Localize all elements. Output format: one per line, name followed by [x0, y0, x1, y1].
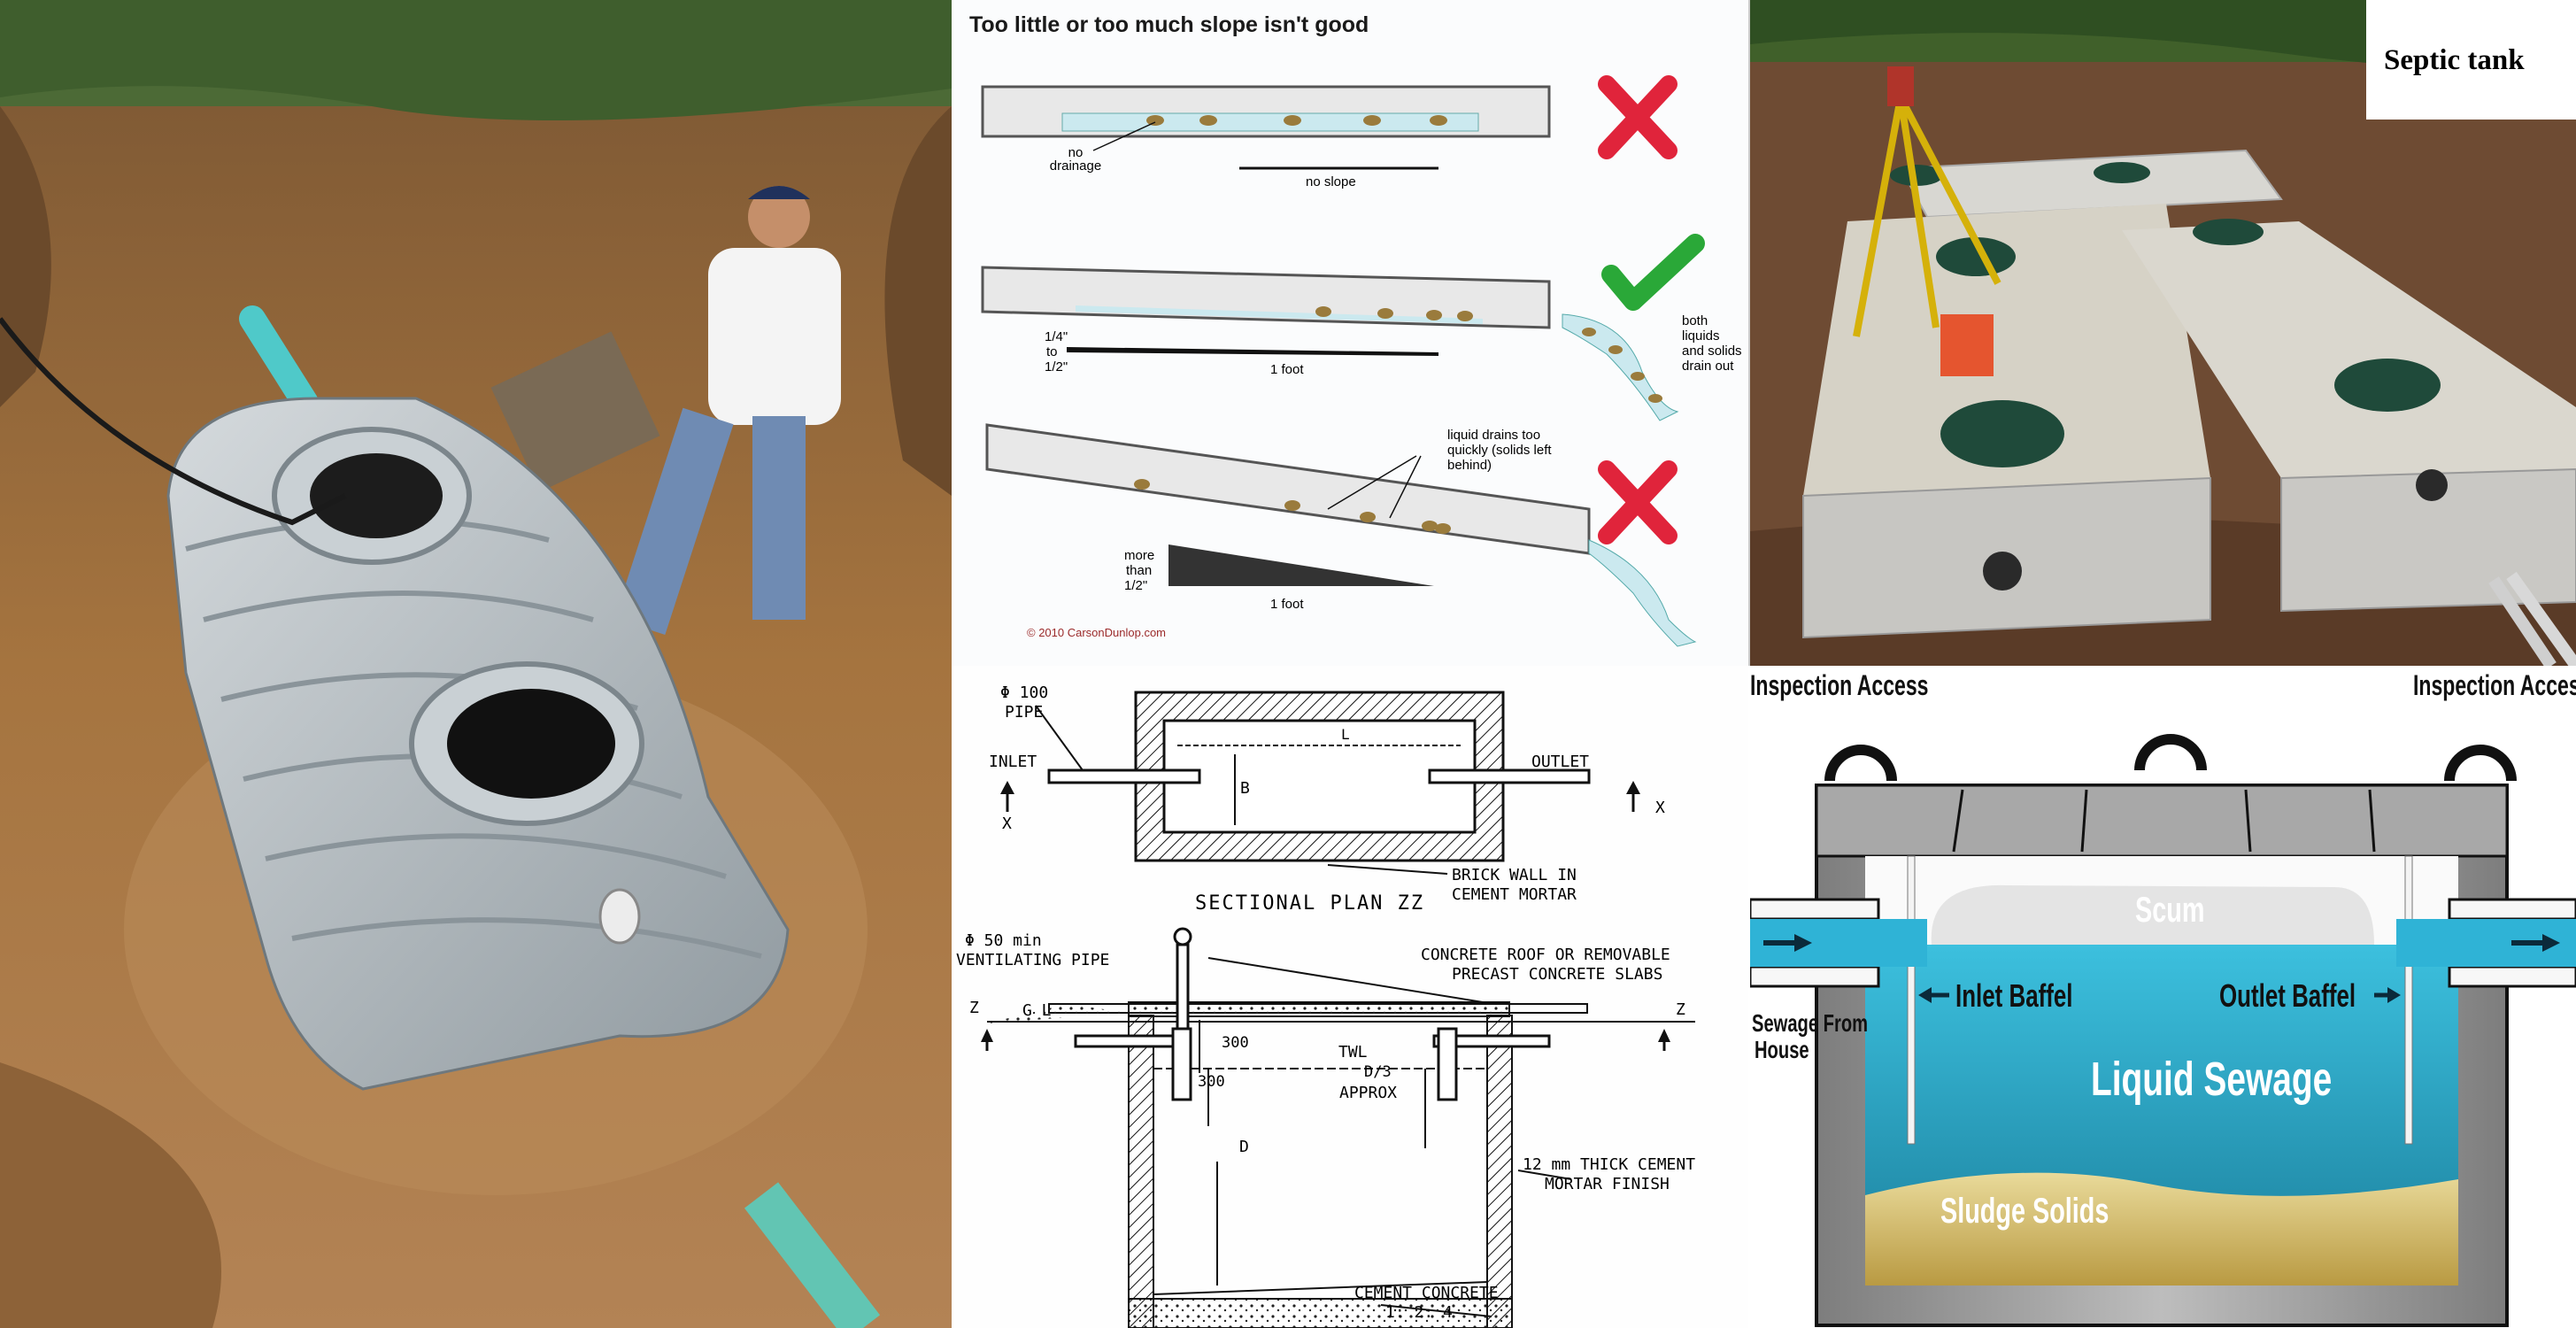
row2-rise-c: 1/2" — [1045, 359, 1068, 374]
outlet-label: OUTLET — [1531, 753, 1590, 771]
row2-rise-b: to — [1046, 344, 1058, 359]
liquid-sewage-label: Liquid Sewage — [2091, 1053, 2333, 1106]
septic-tank-label: Septic tank — [2384, 44, 2525, 76]
x-mark-2 — [1598, 460, 1677, 544]
dim-300-side: 300 — [1198, 1073, 1225, 1091]
slope-diagram-title: Too little or too much slope isn't good — [969, 12, 1369, 37]
inspection-access-right: Inspection Access — [2413, 669, 2576, 701]
engineering-drawing: Φ 100 PIPE INLET OUTLET X X L B BRICK WA… — [952, 666, 1748, 1328]
outflow-arrow — [2511, 934, 2560, 952]
twl-label: TWL — [1338, 1043, 1368, 1062]
check-mark — [1601, 234, 1705, 311]
inlet-baffel-label: Inlet Baffel — [1955, 977, 2073, 1014]
finish-a: 12 mm THICK CEMENT — [1523, 1155, 1696, 1174]
roof-b: PRECAST CONCRETE SLABS — [1452, 965, 1663, 984]
pipe-100-a: Φ 100 — [1000, 683, 1049, 702]
row3-rise-b: than — [1126, 563, 1153, 578]
inspection-access-left: Inspection Access — [1750, 669, 1929, 701]
pipe-100-b: PIPE — [1005, 703, 1044, 722]
z-left: Z — [969, 999, 979, 1017]
plan-title: SECTIONAL PLAN ZZ — [1195, 892, 1425, 915]
x-mark-1 — [1598, 75, 1677, 159]
photo-plastic-tank — [0, 0, 952, 1328]
row1-pipe — [981, 85, 1551, 170]
finish-b: MORTAR FINISH — [1545, 1175, 1670, 1193]
dim-300-top: 300 — [1222, 1034, 1249, 1052]
slope-pipes — [981, 75, 1705, 647]
cross-section-illustration — [1750, 734, 2576, 1327]
inlet-baffel-arrow — [1918, 987, 1949, 1003]
brick-wall-b: CEMENT MORTAR — [1452, 885, 1577, 904]
dim-b: B — [1240, 779, 1250, 798]
section-view — [981, 927, 1695, 1328]
sludge-solids-label: Sludge Solids — [1940, 1192, 2109, 1231]
plan-view — [1000, 691, 1640, 875]
row3-note-b: quickly (solids left — [1447, 443, 1552, 458]
dim-d: D — [1239, 1138, 1249, 1156]
row1-no-slope: no slope — [1306, 174, 1356, 189]
sewage-from-b: House — [1755, 1036, 1809, 1063]
z-right: Z — [1676, 1000, 1685, 1019]
gl-label: G L — [1022, 1001, 1052, 1020]
x-right: X — [1655, 799, 1665, 817]
tank-cross-section: Inspection Access Inspection Access Scum… — [1750, 666, 2576, 1328]
roof-a: CONCRETE ROOF OR REMOVABLE — [1421, 946, 1670, 964]
photo-concrete-tanks: Septic tank — [1750, 0, 2576, 666]
inlet-label: INLET — [989, 753, 1037, 771]
row2-run: 1 foot — [1270, 362, 1304, 377]
d3-b: APPROX — [1339, 1084, 1398, 1102]
row3-run: 1 foot — [1270, 597, 1304, 612]
row1-no-drainage: no drainage — [1049, 145, 1102, 174]
sewage-from-a: Sewage From — [1752, 1009, 1869, 1037]
outlet-baffel-label: Outlet Baffel — [2219, 977, 2356, 1014]
row2-note-b: liquids — [1682, 328, 1720, 344]
slope-diagram: Too little or too much slope isn't good — [952, 0, 1750, 666]
row2-rise-a: 1/4" — [1045, 329, 1068, 344]
row3-pipe — [985, 423, 1697, 647]
concrete-tanks-illustration — [1750, 0, 2576, 666]
row2-note-c: and solids — [1682, 344, 1742, 359]
base-b: 1: 2: 4 — [1385, 1303, 1453, 1322]
row2-note-d: drain out — [1682, 359, 1734, 374]
x-left: X — [1002, 815, 1012, 833]
inflow-arrow — [1763, 934, 1812, 952]
vent-b: VENTILATING PIPE — [956, 951, 1110, 969]
d3-a: D/3 — [1364, 1063, 1392, 1081]
septic-tank-label-box: Septic tank — [2366, 0, 2576, 120]
slope-copyright: © 2010 CarsonDunlop.com — [1027, 626, 1166, 639]
vent-a: Φ 50 min — [965, 931, 1042, 950]
plastic-tank-illustration — [0, 0, 952, 1328]
base-a: CEMENT CONCRETE — [1354, 1284, 1499, 1302]
row3-rise-c: 1/2" — [1124, 578, 1148, 593]
row3-rise-a: more — [1124, 548, 1155, 563]
row3-note-a: liquid drains too — [1447, 428, 1541, 443]
row2-note-a: both — [1682, 313, 1708, 328]
sectional-drawing — [981, 691, 1695, 1328]
row3-note-c: behind) — [1447, 458, 1492, 473]
dim-l: L — [1341, 726, 1350, 743]
outlet-baffel-arrow — [2374, 987, 2401, 1003]
brick-wall-a: BRICK WALL IN — [1452, 866, 1577, 884]
row2-pipe — [981, 266, 1679, 421]
scum-label: Scum — [2135, 891, 2205, 930]
